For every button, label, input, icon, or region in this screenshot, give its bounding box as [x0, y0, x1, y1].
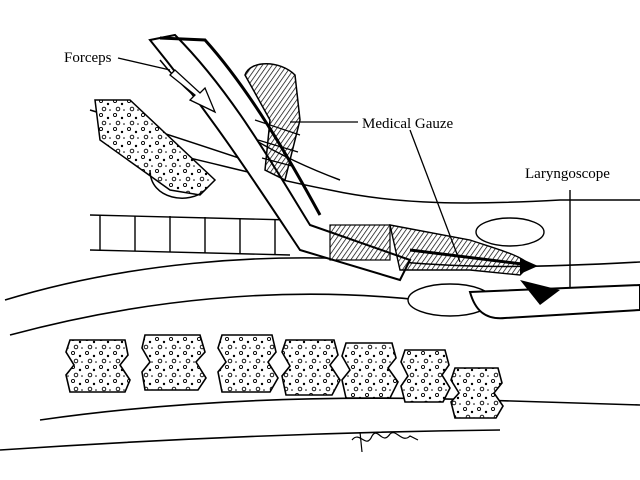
- label-forceps: Forceps: [64, 50, 112, 66]
- vertebra: [217, 334, 279, 393]
- label-laryngoscope: Laryngoscope: [525, 166, 610, 182]
- medical-gauze: [244, 63, 301, 182]
- leader-lines: [117, 57, 461, 263]
- vertebra: [400, 349, 451, 403]
- hyoid-bone: [94, 99, 217, 199]
- vertebra: [341, 342, 399, 399]
- laryngoscope: [468, 190, 640, 320]
- vertebra: [281, 339, 341, 396]
- vertebrae: [65, 334, 504, 419]
- trachea-rings: [89, 214, 291, 256]
- label-medical-gauze: Medical Gauze: [362, 116, 454, 132]
- vertebra: [141, 334, 207, 391]
- artist-signature: [351, 431, 419, 453]
- airway-packing: [389, 217, 545, 317]
- vertebra: [450, 367, 504, 419]
- vertebra: [65, 339, 131, 393]
